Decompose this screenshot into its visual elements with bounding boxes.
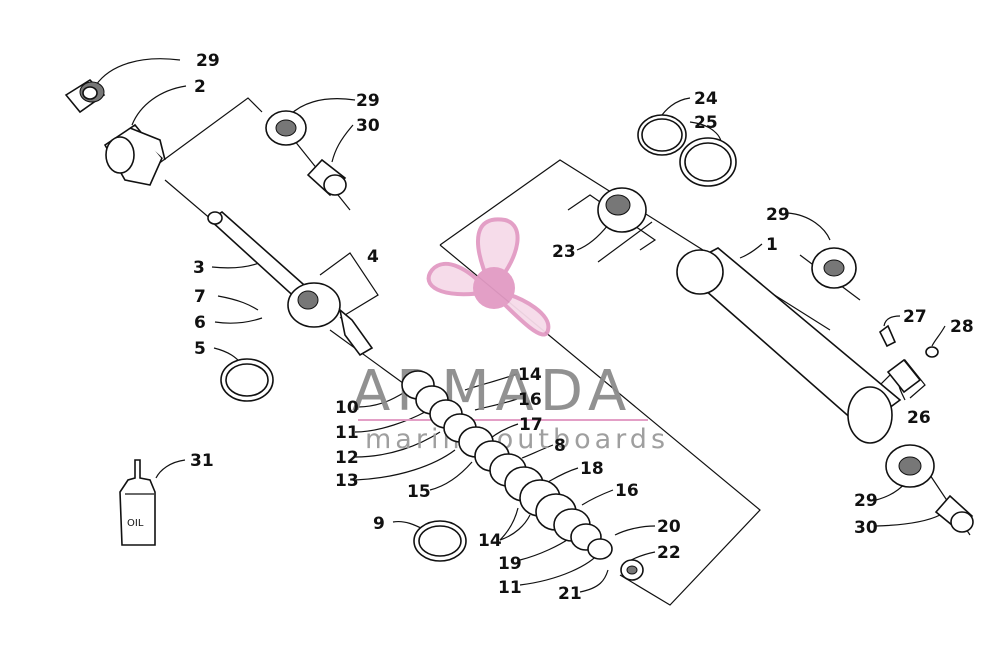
callout-label: 14 bbox=[478, 531, 502, 551]
callout-label: 6 bbox=[194, 313, 206, 333]
callout-label: 17 bbox=[519, 415, 543, 435]
callout-label: 30 bbox=[356, 116, 380, 136]
shim-stack-part bbox=[401, 370, 613, 560]
callout-label: 16 bbox=[518, 390, 542, 410]
callout-label: 27 bbox=[903, 307, 927, 327]
bushing-part bbox=[885, 444, 935, 488]
callout-label: 30 bbox=[854, 518, 878, 538]
callout-label: 16 bbox=[615, 481, 639, 501]
callout-label: 10 bbox=[335, 398, 359, 418]
callout-label: 18 bbox=[580, 459, 604, 479]
callout-label: 29 bbox=[196, 51, 220, 71]
upper-eye-mount-part bbox=[103, 123, 166, 186]
callout-label: 21 bbox=[558, 584, 582, 604]
callout-label: 8 bbox=[554, 436, 566, 456]
bushing-part bbox=[811, 247, 857, 289]
callout-label: 19 bbox=[498, 554, 522, 574]
o-ring-part bbox=[637, 114, 687, 156]
callout-label: 25 bbox=[694, 113, 718, 133]
callout-label: 2 bbox=[194, 77, 206, 97]
callout-label: 29 bbox=[766, 205, 790, 225]
propeller-logo-icon bbox=[426, 217, 551, 337]
callout-label: 20 bbox=[657, 517, 681, 537]
valve-body-part bbox=[886, 358, 922, 394]
callout-label: 23 bbox=[552, 242, 576, 262]
callout-label: 1 bbox=[766, 235, 778, 255]
bushing-part bbox=[64, 78, 106, 114]
sleeve-part bbox=[934, 494, 974, 533]
fitting-part bbox=[878, 324, 897, 348]
callout-label: 24 bbox=[694, 89, 718, 109]
callout-label: 26 bbox=[907, 408, 931, 428]
fitting-part bbox=[925, 346, 939, 358]
callout-labels: 29 2 29 30 3 4 7 6 5 10 14 16 11 17 8 12… bbox=[190, 51, 974, 604]
callout-label: 12 bbox=[335, 448, 359, 468]
callout-label: 3 bbox=[193, 258, 205, 278]
callout-label: 11 bbox=[498, 578, 522, 598]
nut-part bbox=[620, 559, 644, 581]
callout-label: 11 bbox=[335, 423, 359, 443]
callout-label: 7 bbox=[194, 287, 206, 307]
callout-label: 29 bbox=[854, 491, 878, 511]
sleeve-part bbox=[306, 158, 347, 197]
callout-label: 22 bbox=[657, 543, 681, 563]
callout-label: 28 bbox=[950, 317, 974, 337]
callout-label: 4 bbox=[367, 247, 379, 267]
callout-label: 5 bbox=[194, 339, 206, 359]
oil-label: OIL bbox=[127, 518, 144, 529]
callout-label: 13 bbox=[335, 471, 359, 491]
shock-body-part bbox=[676, 247, 902, 444]
ring-part bbox=[679, 137, 737, 187]
callout-label: 9 bbox=[373, 514, 385, 534]
callout-label: 15 bbox=[407, 482, 431, 502]
callout-label: 29 bbox=[356, 91, 380, 111]
leader-lines bbox=[95, 58, 946, 593]
bushing-part bbox=[265, 110, 307, 146]
watermark: ARMADA marine outboards bbox=[352, 217, 669, 455]
callout-label: 31 bbox=[190, 451, 214, 471]
reservoir-cap-part bbox=[597, 187, 647, 233]
callout-label: 14 bbox=[518, 365, 542, 385]
sleeve-part bbox=[413, 520, 467, 562]
assembly-lines bbox=[149, 97, 971, 606]
watermark-subtitle: marine outboards bbox=[365, 424, 669, 455]
o-ring-part bbox=[220, 358, 274, 402]
oil-bottle-icon: OIL bbox=[119, 459, 156, 546]
watermark-title: ARMADA bbox=[352, 359, 632, 424]
parts: OIL bbox=[64, 78, 974, 581]
rod-guide-part bbox=[287, 282, 374, 357]
